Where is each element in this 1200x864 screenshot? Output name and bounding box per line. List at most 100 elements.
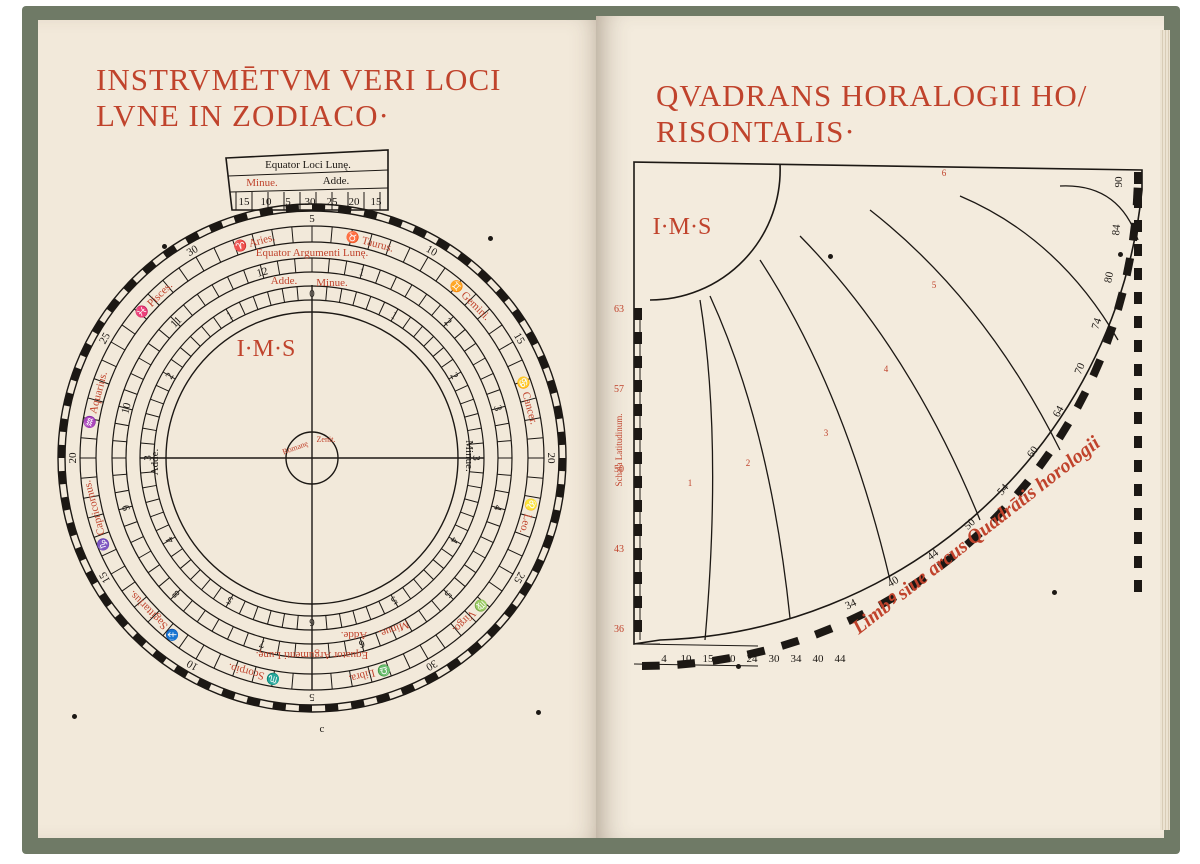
ring-tick	[419, 256, 429, 272]
ring-check	[114, 613, 129, 628]
ring-tick	[118, 505, 133, 511]
ring-tick	[423, 569, 434, 580]
ring-tick	[375, 269, 381, 284]
latitude-scale-label: Schala Latitudinum.	[614, 414, 624, 487]
ring-tick	[325, 615, 328, 630]
ring-tick	[431, 304, 441, 316]
arc-check	[813, 624, 834, 639]
edge-check	[1134, 364, 1142, 376]
ring-check	[85, 570, 99, 585]
ring-tick	[497, 473, 512, 476]
ring-tick	[464, 293, 477, 306]
ring-tick	[87, 513, 104, 519]
ring-check	[542, 534, 554, 550]
inner-ring-number: 1	[225, 309, 236, 322]
ring-check	[446, 657, 462, 672]
ring-tick	[454, 384, 469, 392]
ring-tick	[80, 476, 97, 479]
ring-tick	[213, 247, 222, 263]
ring-tick	[271, 229, 275, 246]
hour-line	[959, 195, 1119, 341]
ring-tick	[83, 417, 100, 421]
ring-tick	[477, 308, 491, 320]
tab-minue-label: Minue.	[246, 177, 278, 189]
hour-line	[759, 259, 891, 581]
hour-line	[799, 235, 981, 521]
ring-tick	[413, 325, 423, 338]
ring-tick	[514, 531, 531, 538]
ring-tick	[477, 596, 491, 608]
bottom-scale-number: 4	[661, 653, 667, 665]
ring-tick	[327, 643, 330, 658]
ring-check	[162, 244, 178, 259]
ring-tick	[114, 489, 129, 494]
right-title-line-2: RISONTALIS·	[656, 114, 856, 149]
ring-check	[142, 260, 157, 275]
ring-tick	[121, 324, 136, 335]
ring-tick	[201, 578, 211, 591]
hour-line	[699, 299, 714, 641]
page-dot	[1118, 252, 1123, 257]
adde-side-label: Adde.	[149, 448, 161, 475]
ring-tick	[464, 342, 477, 352]
ring-tick	[419, 644, 429, 660]
ring-tick	[495, 489, 510, 494]
tab-label: Equator Loci Lunę.	[265, 159, 351, 171]
ring-tick	[524, 417, 541, 421]
ring-tick	[267, 291, 272, 306]
inner-ring-number: 3	[470, 455, 482, 461]
ring-tick	[390, 308, 399, 322]
middle-ring-number: 7	[258, 637, 267, 650]
ring-tick	[343, 260, 348, 275]
ring-tick	[486, 389, 501, 395]
ring-tick	[498, 565, 514, 575]
ring-tick	[238, 600, 246, 615]
hour-mark: 5	[932, 280, 937, 290]
ring-tick	[201, 325, 211, 338]
ring-tick	[243, 269, 249, 284]
arc-check	[746, 646, 766, 659]
ring-check	[70, 366, 82, 382]
bottom-scale-number: 20	[725, 653, 737, 665]
ring-check	[208, 220, 224, 233]
middle-ring-number: 6	[357, 637, 366, 650]
ring-tick	[413, 578, 423, 591]
ring-tick	[243, 632, 249, 647]
ring-check	[106, 298, 121, 313]
ring-check	[152, 649, 167, 664]
outer-ring-number: 5	[309, 213, 315, 225]
ring-tick	[114, 422, 129, 427]
ring-label-bottom: Equator Argumenti Lunę.	[255, 649, 368, 661]
ring-tick	[213, 653, 222, 669]
ring-tick	[467, 484, 482, 489]
ring-tick	[450, 623, 462, 637]
ring-check	[467, 641, 482, 656]
hour-mark: 1	[688, 478, 693, 488]
ring-tick	[227, 626, 234, 640]
ring-tick	[450, 279, 462, 293]
arc-scale-number: 70	[1072, 361, 1088, 376]
ring-tick	[441, 548, 454, 558]
ring-check	[123, 278, 138, 293]
center-label-right: Zenit.	[317, 435, 336, 444]
scale-check	[634, 500, 642, 512]
ring-tick	[472, 357, 486, 366]
ring-tick	[80, 437, 97, 440]
ring-tick	[448, 536, 462, 545]
ring-tick	[480, 373, 494, 380]
scale-check	[634, 548, 642, 560]
left-title-line-2: LVNE IN ZODIACO·	[96, 98, 390, 133]
ring-tick	[464, 610, 477, 623]
ring-tick	[507, 548, 523, 557]
ring-tick	[93, 378, 110, 385]
ring-tick	[232, 239, 239, 256]
ring-tick	[432, 559, 445, 569]
latitude-tick: 57	[614, 384, 624, 395]
ring-tick	[423, 336, 434, 347]
ring-tick	[162, 371, 176, 380]
ring-tick	[150, 398, 164, 405]
ring-tick	[138, 357, 152, 366]
ring-check	[412, 225, 428, 238]
ring-tick	[480, 536, 494, 543]
